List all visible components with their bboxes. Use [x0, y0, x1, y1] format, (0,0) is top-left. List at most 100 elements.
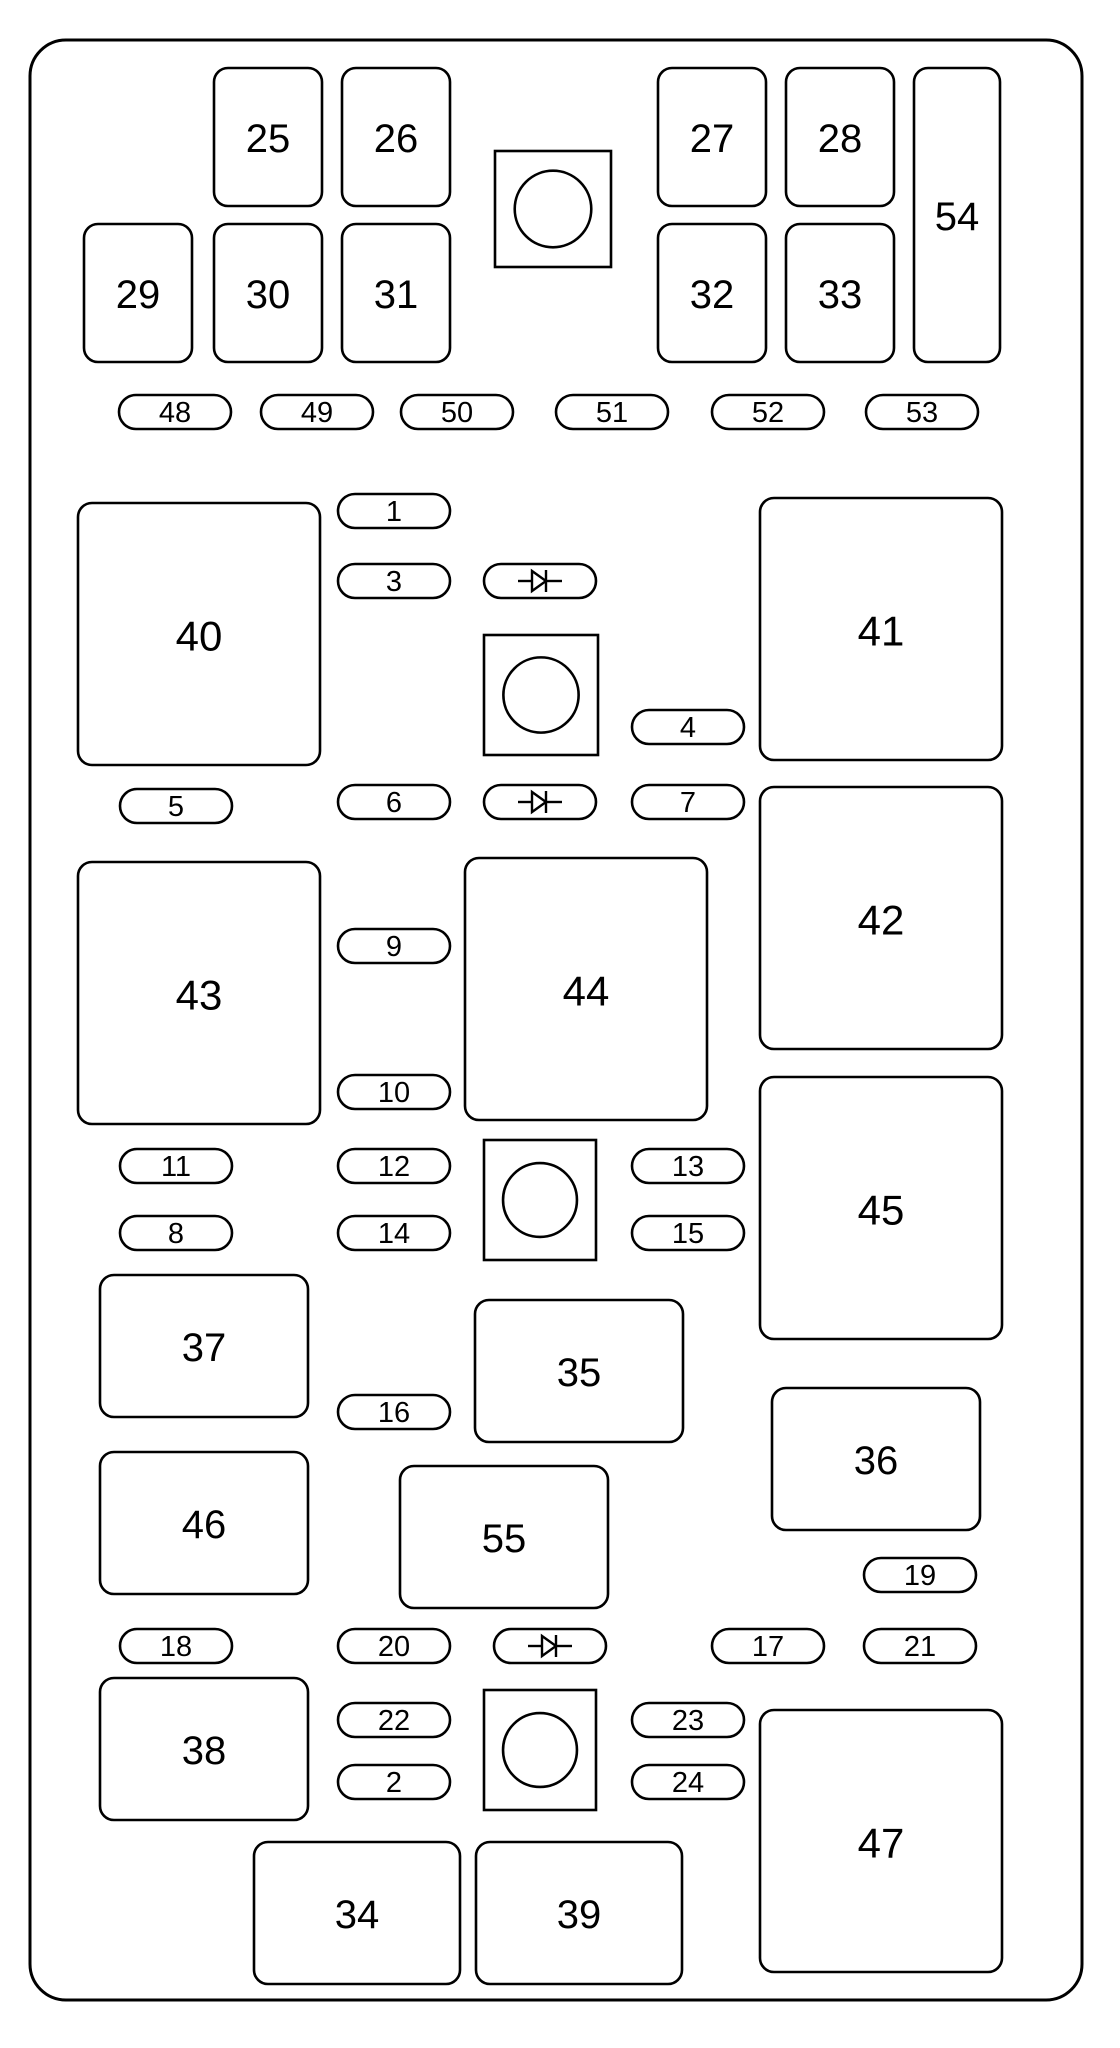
- fuse-position-label: 44: [563, 968, 610, 1015]
- fuse-position-outline: [656, 66, 768, 208]
- fuse-position-outline: [656, 222, 768, 364]
- mini-fuse-outline: [336, 783, 452, 821]
- mini-fuse-15: 15: [630, 1214, 746, 1252]
- mini-fuse-label: 15: [672, 1218, 704, 1250]
- diode-icon: [482, 783, 598, 821]
- diode-outline: [482, 783, 598, 821]
- fuse-position-39: 39: [474, 1840, 684, 1986]
- mini-fuse-label: 48: [159, 397, 191, 429]
- fuse-position-label: 32: [690, 273, 735, 317]
- mini-fuse-53: 53: [864, 393, 980, 431]
- fuse-position-outline: [758, 1075, 1004, 1341]
- stud-square: [493, 149, 613, 269]
- fuse-position-outline: [770, 1386, 982, 1532]
- fuse-position-label: 47: [858, 1820, 905, 1867]
- circle-in-square-stud-icon: [482, 1688, 598, 1812]
- fuse-position-46: 46: [98, 1450, 310, 1596]
- fuse-position-34: 34: [252, 1840, 462, 1986]
- mini-fuse-50: 50: [399, 393, 515, 431]
- diode-icon: [482, 562, 598, 600]
- mini-fuse-label: 2: [386, 1767, 402, 1799]
- stud-square: [482, 633, 600, 757]
- mini-fuse-outline: [259, 393, 375, 431]
- mini-fuse-outline: [118, 1147, 234, 1185]
- diode-icon: [492, 1627, 608, 1665]
- fuse-position-54: 54: [912, 66, 1002, 364]
- fuse-position-47: 47: [758, 1708, 1004, 1974]
- mini-fuse-48: 48: [117, 393, 233, 431]
- diode-arrow: [530, 789, 549, 815]
- mini-fuse-label: 5: [168, 791, 184, 823]
- mini-fuse-outline: [336, 927, 452, 965]
- fuse-position-45: 45: [758, 1075, 1004, 1341]
- mini-fuse-22: 22: [336, 1701, 452, 1739]
- mini-fuse-14: 14: [336, 1214, 452, 1252]
- fuse-position-29: 29: [82, 222, 194, 364]
- fuse-position-43: 43: [76, 860, 322, 1126]
- fuse-position-label: 27: [690, 117, 735, 161]
- mini-fuse-outline: [630, 1701, 746, 1739]
- fuse-position-44: 44: [463, 856, 709, 1122]
- circle-in-square-stud-icon: [482, 633, 600, 757]
- fuse-position-outline: [98, 1273, 310, 1419]
- fuse-position-label: 36: [854, 1439, 899, 1483]
- fuse-position-label: 40: [176, 613, 223, 660]
- mini-fuse-19: 19: [862, 1556, 978, 1594]
- fuse-position-label: 34: [335, 1893, 380, 1937]
- mini-fuse-13: 13: [630, 1147, 746, 1185]
- mini-fuse-4: 4: [630, 708, 746, 746]
- mini-fuse-label: 9: [386, 931, 402, 963]
- fuse-position-33: 33: [784, 222, 896, 364]
- fuse-position-outline: [76, 501, 322, 767]
- mini-fuse-label: 21: [904, 1631, 936, 1663]
- mini-fuse-outline: [336, 1627, 452, 1665]
- mini-fuse-outline: [336, 1393, 452, 1431]
- fuse-position-55: 55: [398, 1464, 610, 1610]
- mini-fuse-52: 52: [710, 393, 826, 431]
- fuse-position-35: 35: [473, 1298, 685, 1444]
- mini-fuse-2: 2: [336, 1763, 452, 1801]
- circle-in-square-stud-icon: [482, 1138, 598, 1262]
- fuse-position-outline: [758, 496, 1004, 762]
- mini-fuse-label: 18: [160, 1631, 192, 1663]
- mini-fuse-24: 24: [630, 1763, 746, 1801]
- diode-arrow: [540, 1633, 559, 1659]
- mini-fuse-outline: [336, 1073, 452, 1111]
- mini-fuse-51: 51: [554, 393, 670, 431]
- fuse-position-label: 41: [858, 608, 905, 655]
- mini-fuse-label: 51: [596, 397, 628, 429]
- mini-fuse-label: 20: [378, 1631, 410, 1663]
- mini-fuse-label: 17: [752, 1631, 784, 1663]
- fuse-position-label: 54: [935, 195, 980, 239]
- mini-fuse-label: 50: [441, 397, 473, 429]
- mini-fuse-label: 12: [378, 1151, 410, 1183]
- fuse-position-outline: [212, 222, 324, 364]
- fuse-position-outline: [340, 222, 452, 364]
- fuse-position-40: 40: [76, 501, 322, 767]
- mini-fuse-outline: [864, 393, 980, 431]
- fuse-position-label: 37: [182, 1326, 227, 1370]
- fuse-position-label: 42: [858, 897, 905, 944]
- fuse-position-outline: [98, 1676, 310, 1822]
- diode-outline: [492, 1627, 608, 1665]
- fuse-position-outline: [76, 860, 322, 1126]
- mini-fuse-label: 22: [378, 1705, 410, 1737]
- fuse-position-25: 25: [212, 66, 324, 208]
- diode-outline: [482, 562, 598, 600]
- fuse-position-label: 38: [182, 1729, 227, 1773]
- mini-fuse-outline: [710, 393, 826, 431]
- fuse-position-28: 28: [784, 66, 896, 208]
- fuse-position-outline: [463, 856, 709, 1122]
- mini-fuse-label: 53: [906, 397, 938, 429]
- mini-fuse-11: 11: [118, 1147, 234, 1185]
- fuse-position-label: 43: [176, 972, 223, 1019]
- fuse-position-label: 28: [818, 117, 863, 161]
- mini-fuse-outline: [336, 492, 452, 530]
- fuse-position-outline: [82, 222, 194, 364]
- mini-fuse-49: 49: [259, 393, 375, 431]
- mini-fuse-outline: [630, 708, 746, 746]
- fuse-position-label: 46: [182, 1503, 227, 1547]
- mini-fuse-outline: [399, 393, 515, 431]
- fuse-position-label: 45: [858, 1187, 905, 1234]
